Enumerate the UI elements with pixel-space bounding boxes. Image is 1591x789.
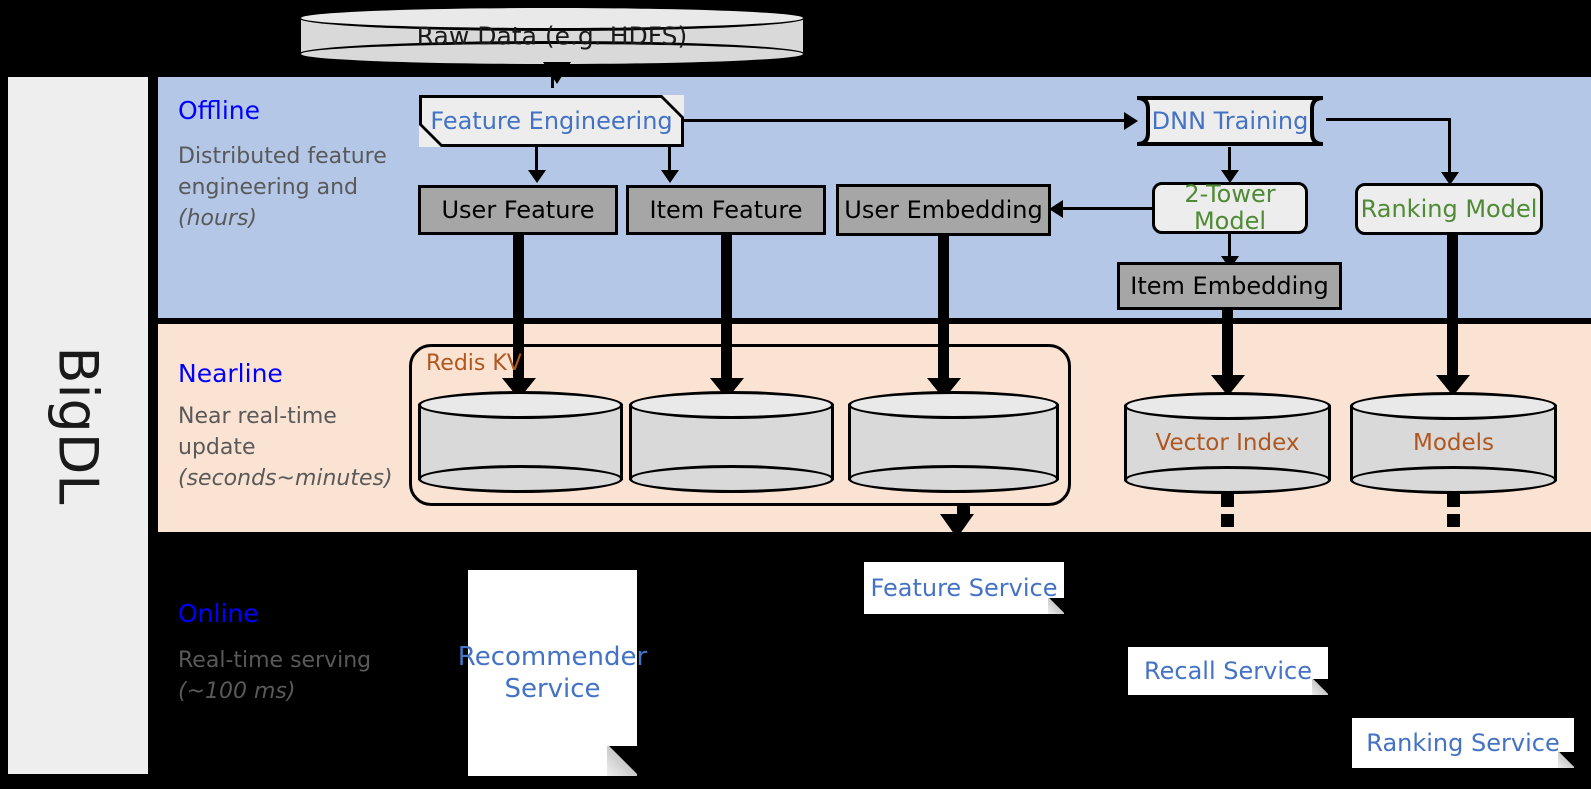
folded-corner-icon bbox=[607, 746, 637, 776]
bigdl-sidebar: BigDL bbox=[8, 77, 148, 774]
bigdl-text: BigDL bbox=[46, 346, 110, 505]
arrowhead-fe-userfeature bbox=[528, 170, 546, 183]
connector-dnn-2tower bbox=[1228, 147, 1231, 175]
card-shape bbox=[1136, 96, 1324, 146]
folded-corner-icon bbox=[1558, 752, 1574, 768]
pipe-ranking-model bbox=[1447, 234, 1458, 382]
recall-service-node[interactable]: Recall Service bbox=[1128, 647, 1328, 695]
user-embedding-label: User Embedding bbox=[844, 195, 1043, 224]
nearline-description: Near real-time update (seconds~minutes) bbox=[178, 404, 393, 491]
bigdl-logo-label: BigDL bbox=[8, 77, 148, 774]
raw-data-cylinder[interactable]: Raw Data (e.g. HDFS) bbox=[298, 5, 806, 67]
arrowhead-dnn-2tower bbox=[1221, 170, 1239, 183]
folded-corner-icon bbox=[1312, 679, 1328, 695]
ranking-model-label: Ranking Model bbox=[1360, 194, 1538, 223]
connector-dnn-ranking-h bbox=[1326, 118, 1451, 121]
recall-service-label: Recall Service bbox=[1144, 657, 1312, 685]
connector-2tower-userembedding bbox=[1060, 207, 1155, 210]
item-feature-node[interactable]: Item Feature bbox=[626, 185, 826, 235]
offline-title: Offline bbox=[178, 96, 261, 125]
arrowhead-2tower-userembedding bbox=[1049, 200, 1063, 218]
connector-2tower-itemembedding bbox=[1228, 234, 1231, 261]
connector-fe-userfeature bbox=[535, 147, 538, 174]
cylinder-top bbox=[629, 391, 834, 419]
arrowhead-pipe-item-embedding bbox=[1211, 375, 1245, 396]
cylinder-top bbox=[298, 5, 806, 31]
redis-store-3[interactable] bbox=[848, 391, 1059, 493]
cylinder-bottom bbox=[418, 465, 623, 493]
flag-fill bbox=[422, 98, 681, 144]
online-title: Online bbox=[178, 599, 259, 628]
arrowhead-feature-service bbox=[940, 514, 974, 538]
connector-fe-itemfeature bbox=[668, 147, 671, 174]
item-embedding-label: Item Embedding bbox=[1130, 271, 1329, 300]
item-feature-label: Item Feature bbox=[649, 195, 803, 224]
connector-dnn-ranking-v bbox=[1448, 118, 1451, 176]
offline-description: Distributed feature engineering and (hou… bbox=[178, 144, 387, 231]
cylinder-top bbox=[418, 391, 623, 419]
feature-service-label: Feature Service bbox=[870, 574, 1058, 602]
ranking-service-label: Ranking Service bbox=[1366, 729, 1560, 757]
redis-kv-label: Redis KV bbox=[426, 351, 522, 376]
redis-store-2[interactable] bbox=[629, 391, 834, 493]
nearline-title: Nearline bbox=[178, 359, 283, 388]
cylinder-top bbox=[1124, 392, 1331, 420]
cylinder-top bbox=[1350, 392, 1557, 420]
connector-stub-models-b bbox=[1447, 514, 1460, 527]
feature-engineering-label: Feature Engineering bbox=[430, 106, 673, 135]
pipe-item-embedding bbox=[1222, 309, 1233, 381]
feature-service-node[interactable]: Feature Service bbox=[864, 562, 1064, 614]
connector-stub-vector-index-b bbox=[1221, 514, 1234, 527]
connector-stub-models-a bbox=[1447, 494, 1460, 507]
pipe-item-feature bbox=[721, 234, 732, 384]
ranking-service-node[interactable]: Ranking Service bbox=[1352, 718, 1574, 768]
arrowhead-dnn-ranking bbox=[1441, 172, 1459, 185]
cylinder-bottom bbox=[1350, 466, 1557, 494]
redis-kv-container[interactable] bbox=[409, 344, 1071, 506]
feature-engineering-node[interactable]: Feature Engineering bbox=[419, 95, 684, 147]
arrowhead-fe-itemfeature bbox=[661, 170, 679, 183]
arrowhead-fe-dnn bbox=[1124, 112, 1138, 130]
item-embedding-node[interactable]: Item Embedding bbox=[1117, 262, 1342, 310]
user-feature-node[interactable]: User Feature bbox=[418, 185, 618, 235]
arrowhead-rawdata-fe bbox=[543, 62, 571, 84]
connector-fe-dnn bbox=[684, 119, 1126, 122]
recommender-service-node[interactable]: Recommender Service bbox=[458, 570, 647, 776]
user-embedding-node[interactable]: User Embedding bbox=[836, 184, 1051, 236]
pipe-user-embedding bbox=[938, 235, 949, 385]
user-feature-label: User Feature bbox=[441, 195, 595, 224]
two-tower-model-node[interactable]: 2-Tower Model bbox=[1152, 180, 1308, 235]
recommender-service-label: Recommender Service bbox=[457, 641, 648, 705]
arrowhead-pipe-ranking-model bbox=[1436, 375, 1470, 396]
cylinder-bottom bbox=[1124, 466, 1331, 494]
raw-data-label: Raw Data (e.g. HDFS) bbox=[416, 21, 688, 51]
dnn-training-node[interactable]: DNN Training bbox=[1134, 95, 1326, 147]
ranking-model-node[interactable]: Ranking Model bbox=[1355, 183, 1543, 235]
pipe-user-feature bbox=[513, 234, 524, 384]
models-cylinder[interactable]: Models bbox=[1350, 392, 1557, 494]
online-description: Real-time serving (~100 ms) bbox=[178, 648, 372, 704]
cylinder-bottom bbox=[848, 465, 1059, 493]
cylinder-bottom bbox=[629, 465, 834, 493]
models-label: Models bbox=[1412, 430, 1495, 456]
cylinder-top bbox=[848, 391, 1059, 419]
vector-index-label: Vector Index bbox=[1155, 430, 1300, 456]
two-tower-model-label: 2-Tower Model bbox=[1184, 180, 1276, 235]
folded-corner-icon bbox=[1048, 598, 1064, 614]
redis-store-1[interactable] bbox=[418, 391, 623, 493]
vector-index-cylinder[interactable]: Vector Index bbox=[1124, 392, 1331, 494]
dnn-training-label: DNN Training bbox=[1151, 106, 1309, 135]
connector-stub-vector-index-a bbox=[1221, 494, 1234, 507]
